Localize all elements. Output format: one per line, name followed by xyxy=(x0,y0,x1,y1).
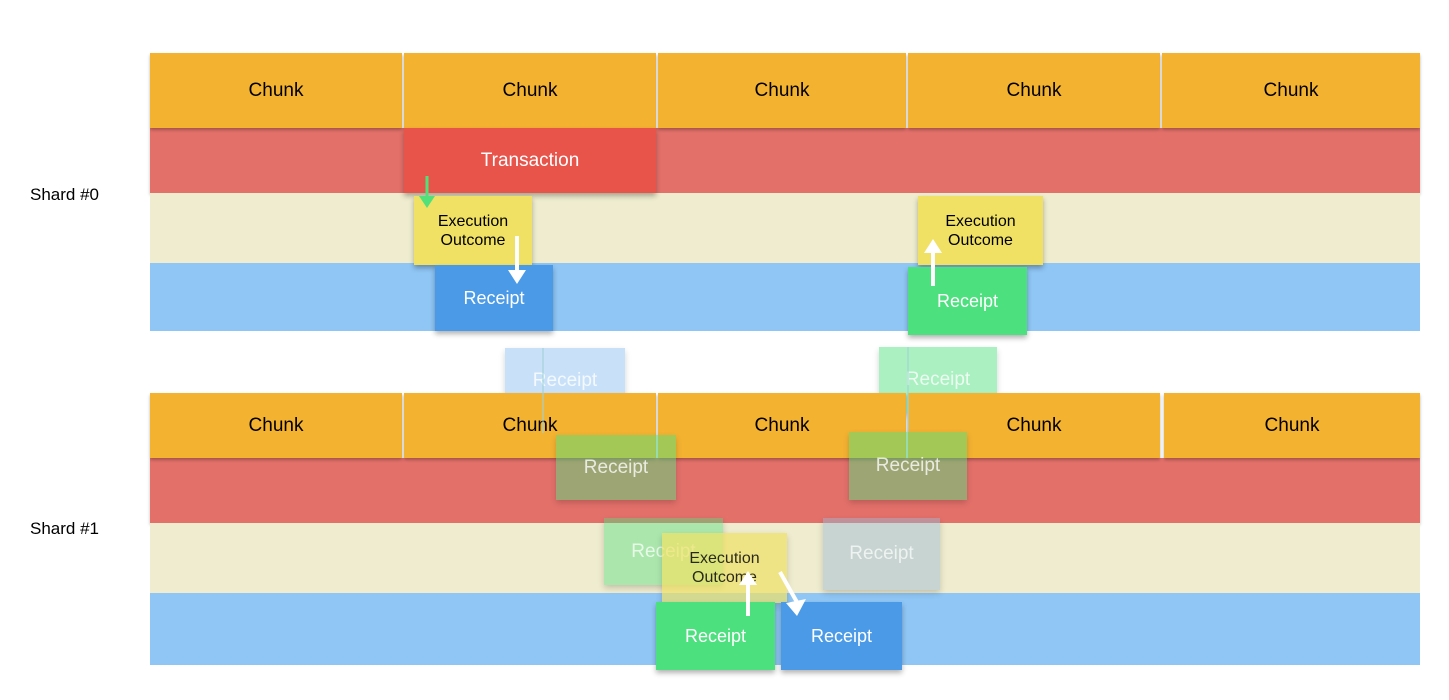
shard-0-chunk-3[interactable]: Chunk xyxy=(658,53,906,128)
arrow-down-white-icon xyxy=(508,236,526,284)
receipt-label: Receipt xyxy=(684,626,747,646)
execution-outcome-line-1: Execution xyxy=(437,212,509,230)
shard-1-ghost-receipt-6[interactable]: Receipt xyxy=(823,518,940,590)
shard-0-execution-outcome-2[interactable]: Execution Outcome xyxy=(918,196,1043,265)
execution-outcome-line-2: Outcome xyxy=(948,231,1013,249)
shard-0-transaction-box[interactable]: Transaction xyxy=(404,128,656,193)
chunk-label: Chunk xyxy=(502,79,558,101)
receipt-label: Receipt xyxy=(810,626,873,646)
receipt-label: Receipt xyxy=(583,456,649,478)
shard-0-chunk-4[interactable]: Chunk xyxy=(908,53,1160,128)
chunk-label: Chunk xyxy=(248,79,304,101)
shard-1-receipt-blue[interactable]: Receipt xyxy=(781,602,902,670)
chunk-label: Chunk xyxy=(248,414,304,436)
motion-trail-1 xyxy=(542,348,544,433)
arrow-down-green-icon xyxy=(419,176,435,208)
arrow-up-white-icon-2 xyxy=(739,571,757,616)
shard-1-execution-outcome[interactable]: Execution Outcome xyxy=(662,533,787,603)
receipt-label: Receipt xyxy=(905,369,971,390)
chunk-label: Chunk xyxy=(1264,414,1320,436)
shard-1-label: Shard #1 xyxy=(30,519,99,538)
shard-0-receipt-blue[interactable]: Receipt xyxy=(435,265,553,331)
motion-trail-2 xyxy=(907,347,909,432)
shard-0-outcome-band xyxy=(150,193,1420,263)
arrow-up-white-icon xyxy=(924,239,942,286)
shard-1-ghost-receipt-3[interactable]: Receipt xyxy=(556,435,676,500)
shard-0-receipt-green[interactable]: Receipt xyxy=(908,267,1027,335)
shard-0-chunk-1[interactable]: Chunk xyxy=(150,53,402,128)
transaction-label: Transaction xyxy=(480,149,580,171)
chunk-label: Chunk xyxy=(754,414,810,436)
chunk-label: Chunk xyxy=(502,414,558,436)
shard-1-receipt-green[interactable]: Receipt xyxy=(656,602,775,670)
execution-outcome-line-2: Outcome xyxy=(440,231,506,249)
shard-0-transaction-band xyxy=(150,128,1420,193)
receipt-label: Receipt xyxy=(875,455,941,476)
chunk-label: Chunk xyxy=(754,79,810,101)
receipt-label: Receipt xyxy=(463,288,525,308)
receipt-label: Receipt xyxy=(532,370,598,391)
chunk-label: Chunk xyxy=(1006,414,1062,436)
shard-0-receipt-band xyxy=(150,263,1420,331)
chunk-label: Chunk xyxy=(1263,79,1319,101)
shard-0-chunk-5[interactable]: Chunk xyxy=(1162,53,1420,128)
shard-0-label: Shard #0 xyxy=(30,185,99,204)
shard-1-chunk-5[interactable]: Chunk xyxy=(1164,393,1420,458)
shard-1-ghost-receipt-4[interactable]: Receipt xyxy=(849,432,967,500)
execution-outcome-line-2: Outcome xyxy=(692,569,757,586)
shard-1-chunk-1[interactable]: Chunk xyxy=(150,393,402,458)
execution-outcome-line-1: Execution xyxy=(689,550,760,567)
arrow-down-right-white-icon xyxy=(778,571,806,616)
receipt-label: Receipt xyxy=(936,291,999,311)
shard-1-chunk-4[interactable]: Chunk xyxy=(908,393,1160,458)
execution-outcome-line-1: Execution xyxy=(945,212,1016,230)
shard-1-transaction-band xyxy=(150,458,1420,523)
receipt-label: Receipt xyxy=(849,543,914,564)
shard-0-chunk-2[interactable]: Chunk xyxy=(404,53,656,128)
chunk-label: Chunk xyxy=(1006,79,1062,101)
shard-0-execution-outcome-1[interactable]: Execution Outcome xyxy=(414,196,532,265)
shard-1-chunk-3[interactable]: Chunk xyxy=(658,393,906,458)
